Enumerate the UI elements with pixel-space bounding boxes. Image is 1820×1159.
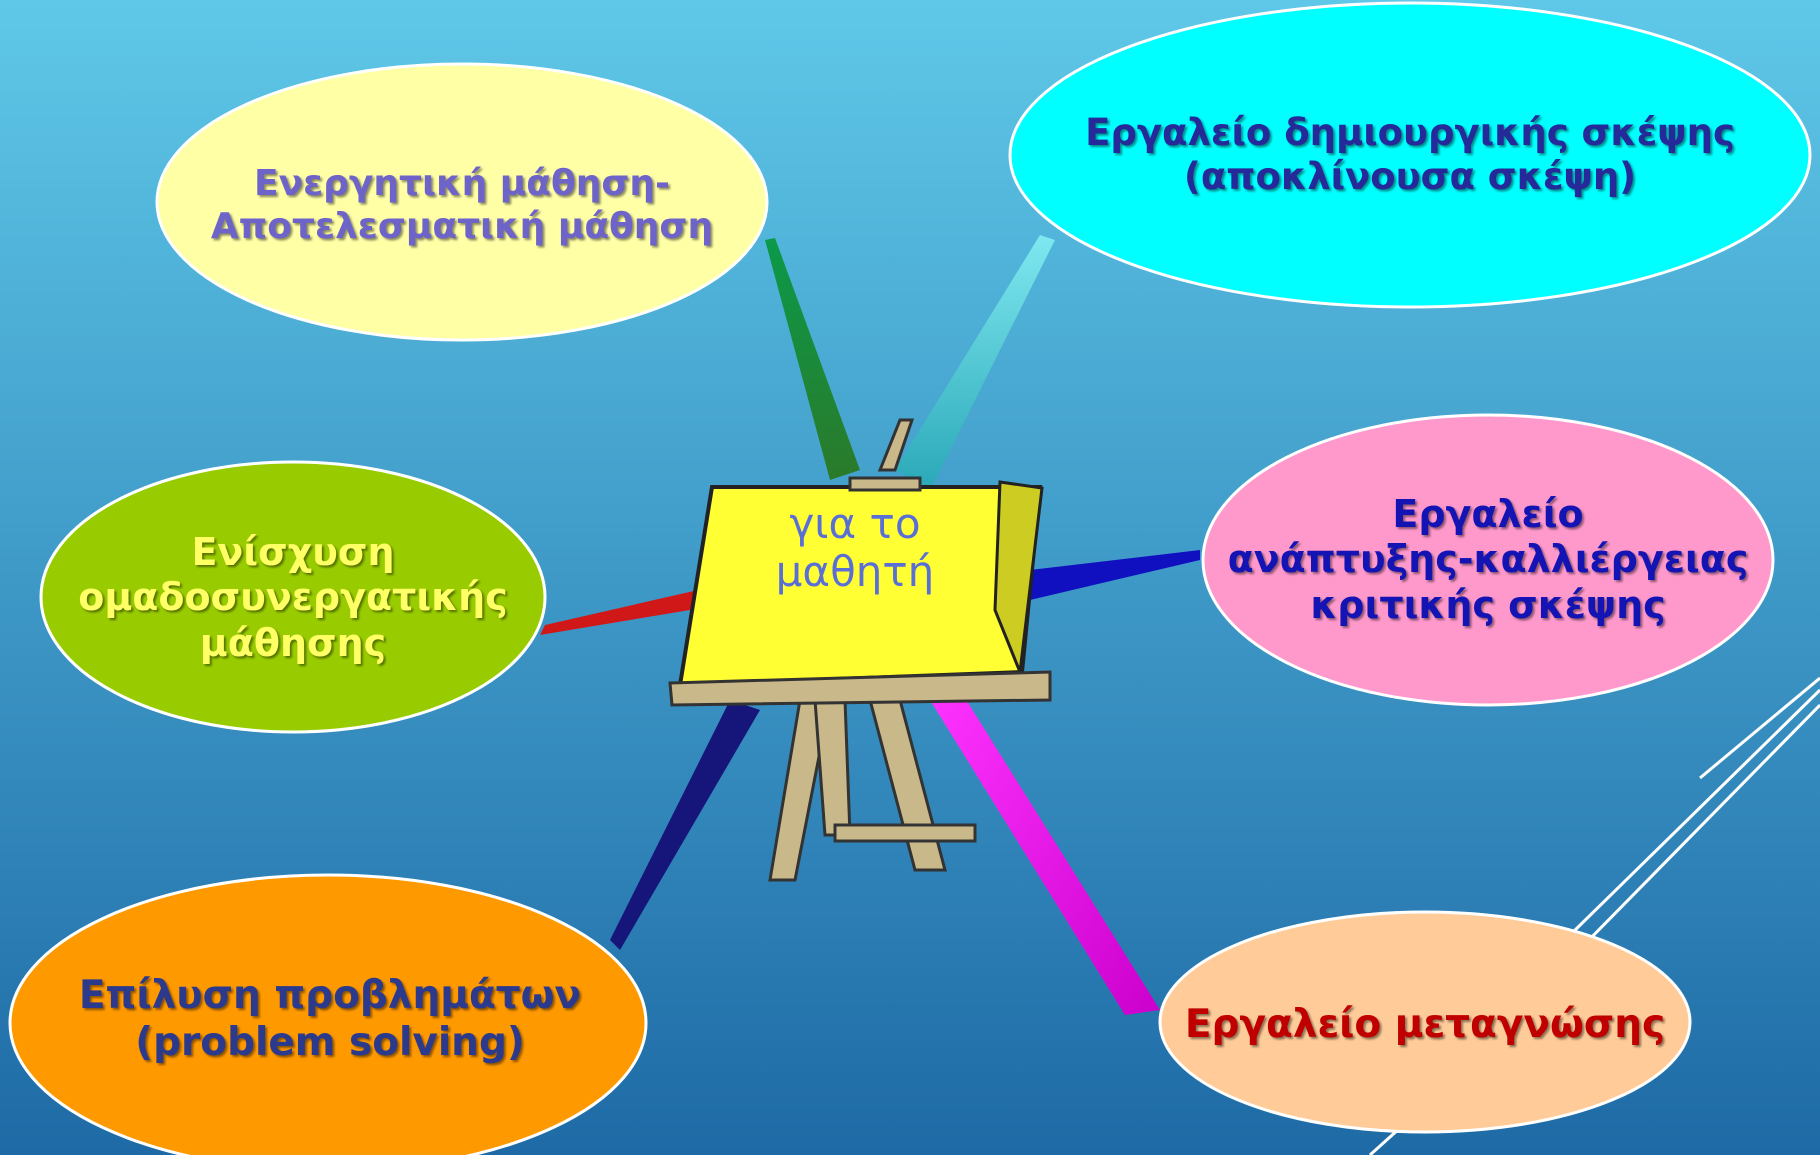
bubble-label-line: (αποκλίνουσα σκέψη) [1183, 155, 1637, 198]
center-label-line-1: για το [789, 499, 921, 548]
bubble-metacognition [1158, 910, 1692, 1134]
ray-cyan [895, 235, 1055, 490]
bubble-label-line: ομαδοσυνεργατικής [78, 575, 508, 620]
bubble-critical-thinking [1201, 413, 1775, 707]
center-label: για το μαθητή [760, 499, 950, 597]
bubble-label-group-learning: Ενίσχυση ομαδοσυνεργατικής μάθησης [50, 508, 536, 688]
ray-green [765, 238, 860, 480]
bubble-group-learning [39, 460, 547, 734]
bubble-label-line: μάθησης [199, 620, 387, 665]
bubble-label-line: Ενεργητική μάθηση- [253, 162, 670, 204]
bubble-label-critical-thinking: Εργαλείο ανάπτυξης-καλλιέργειας κριτικής… [1208, 470, 1768, 650]
ray-red [540, 585, 720, 635]
bubble-problem-solving [8, 873, 648, 1159]
bubble-label-line: Αποτελεσματική μάθηση [210, 206, 714, 247]
ray-navy [610, 700, 760, 950]
bubble-label-line: Εργαλείο δημιουργικής σκέψης [1085, 110, 1735, 154]
easel-icon [668, 418, 1052, 882]
bubble-creative-thinking [1008, 1, 1812, 309]
bubble-label-line: κριτικής σκέψης [1310, 582, 1666, 627]
bubble-label-problem-solving: Επίλυση προβλημάτων (problem solving) [40, 950, 620, 1090]
ray-blue-right [1030, 550, 1200, 600]
bubble-label-line: ανάπτυξης-καλλιέργειας [1227, 537, 1749, 582]
bubble-label-active-learning: Ενεργητική μάθηση- Αποτελεσματική μάθηση [172, 130, 752, 280]
bubble-active-learning [155, 62, 769, 342]
bubble-label-metacognition: Εργαλείο μεταγνώσης [1165, 990, 1685, 1060]
bubble-label-line: Εργαλείο [1392, 491, 1584, 536]
bubble-label-line: Εργαλείο μεταγνώσης [1184, 1001, 1666, 1047]
bubble-label-line: Επίλυση προβλημάτων [78, 973, 582, 1019]
connector-rays [540, 235, 1200, 1015]
center-label-line-2: μαθητή [775, 547, 935, 597]
ray-magenta [930, 690, 1160, 1015]
bubble-label-line: Ενίσχυση [191, 529, 395, 574]
bubble-label-creative-thinking: Εργαλείο δημιουργικής σκέψης (αποκλίνουσ… [1030, 90, 1790, 220]
bubble-label-line: (problem solving) [135, 1020, 525, 1065]
